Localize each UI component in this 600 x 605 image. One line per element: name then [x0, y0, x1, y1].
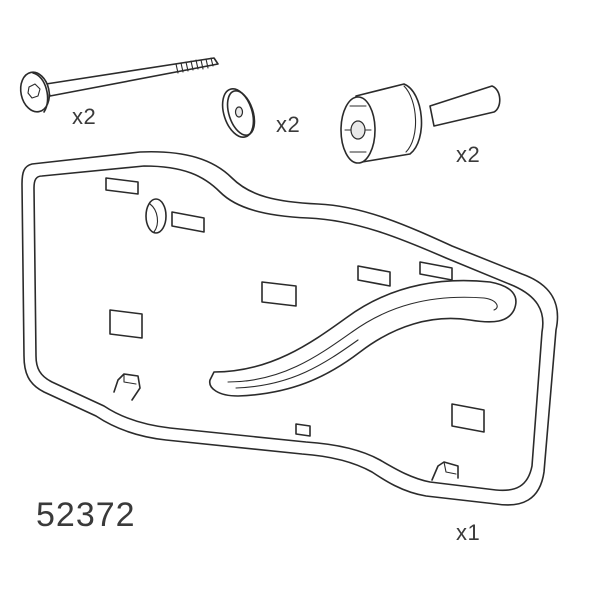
spacer-icon: [340, 83, 501, 164]
spacer-quantity-label: x2: [456, 142, 481, 167]
washer-icon: [221, 88, 256, 138]
bracket-plate-icon: [21, 150, 559, 506]
bolt-quantity-label: x2: [72, 104, 97, 129]
part-number: 52372: [36, 496, 136, 534]
bolt-icon: [19, 57, 219, 113]
bracket-plate-quantity-label: x1: [456, 520, 481, 545]
washer-quantity-label: x2: [276, 112, 301, 137]
